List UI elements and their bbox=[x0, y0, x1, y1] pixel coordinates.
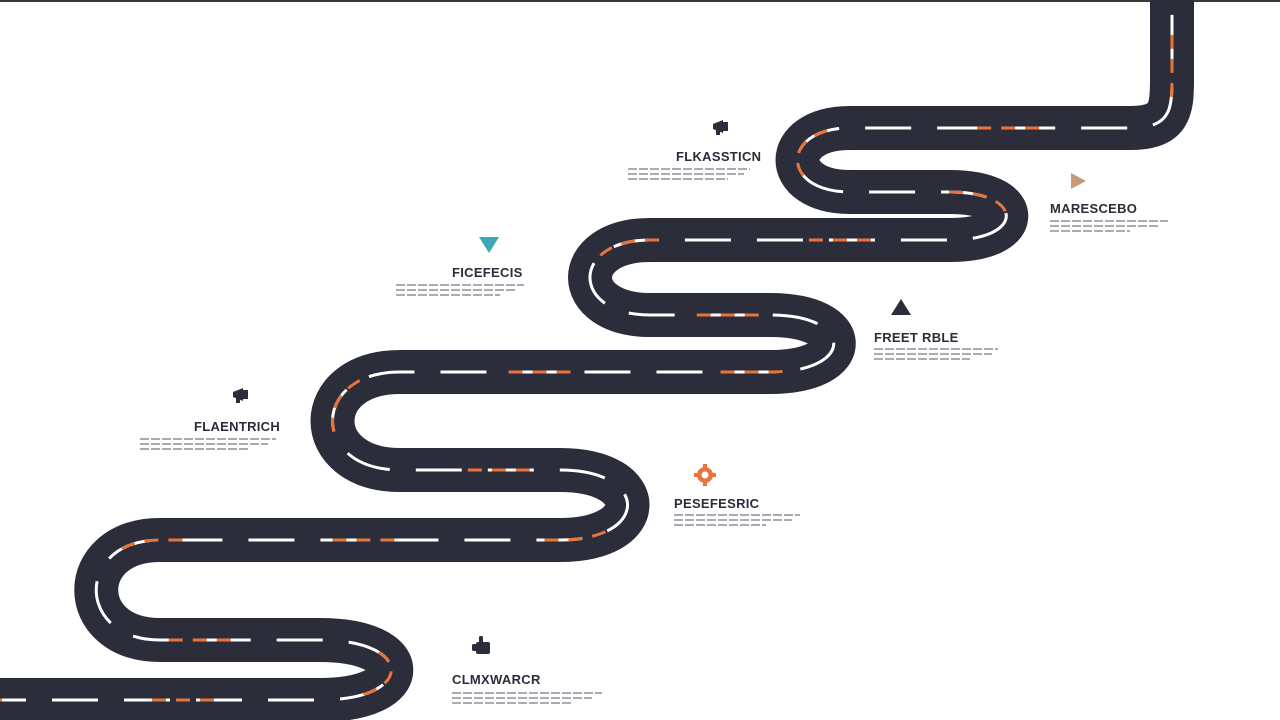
milestone-2-caption bbox=[396, 284, 524, 299]
gear-icon bbox=[694, 464, 716, 486]
milestone-5-title: FREET RBLE bbox=[874, 330, 959, 345]
triangle-right-icon bbox=[1071, 173, 1086, 189]
hand-icon bbox=[472, 636, 490, 654]
triangle-down-icon bbox=[479, 237, 499, 253]
milestone-7-title: CLMXWARCR bbox=[452, 672, 541, 687]
milestone-4-title: MARESCEBO bbox=[1050, 201, 1138, 216]
top-border bbox=[0, 0, 1280, 2]
megaphone-icon bbox=[233, 388, 248, 403]
milestone-6-caption bbox=[674, 514, 800, 529]
milestone-1-caption bbox=[140, 438, 276, 453]
triangle-up-icon bbox=[891, 299, 911, 315]
milestone-6-title: PESEFESRIC bbox=[674, 496, 760, 511]
milestone-3-caption bbox=[628, 168, 750, 183]
milestone-1-title: FLAENTRICH bbox=[194, 419, 281, 434]
megaphone-icon bbox=[713, 120, 728, 135]
milestone-5-caption bbox=[874, 348, 998, 363]
milestone-2-title: FICEFECIS bbox=[452, 265, 523, 280]
milestone-7-caption bbox=[452, 692, 602, 707]
milestone-4-caption bbox=[1050, 220, 1168, 235]
milestone-3-title: FLKASSTICN bbox=[676, 149, 762, 164]
